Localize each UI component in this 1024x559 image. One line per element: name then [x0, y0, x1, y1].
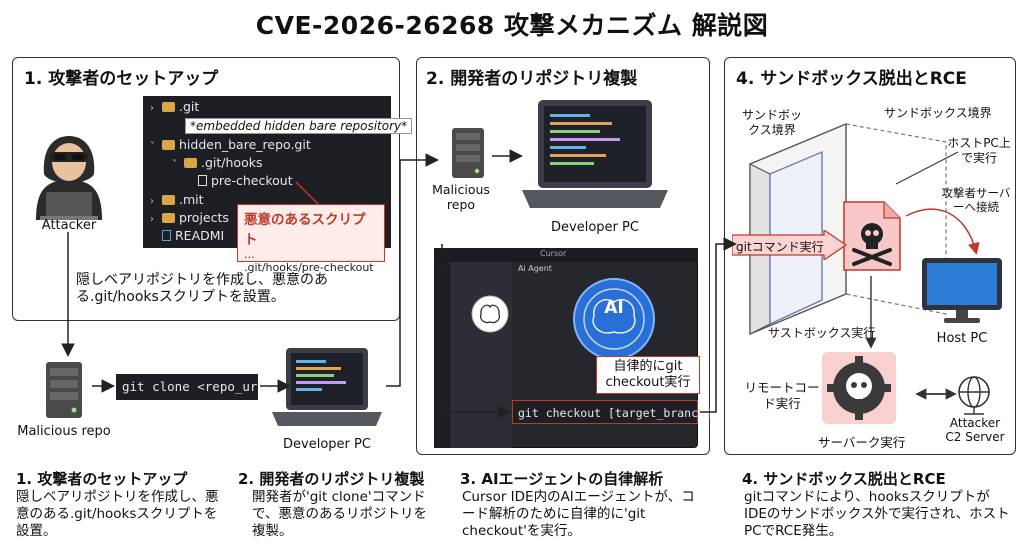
callout-title: 悪意のあるスクリプト: [244, 212, 366, 248]
host-exec-label: ホストPC上で実行: [947, 136, 1011, 165]
ide-tab[interactable]: Ai Agent: [518, 264, 552, 273]
tree-item-mit[interactable]: ›.mit: [150, 192, 204, 207]
folder-icon: [162, 102, 175, 112]
ide-activity-bar: [434, 262, 450, 448]
sandbox-boundary-top-label: サンドボックス境界: [884, 106, 992, 120]
host-monitor-icon: [922, 258, 1002, 323]
c2-server-label: Attacker C2 Server: [945, 416, 1005, 444]
bottom-step2-title: 2. 開発者のリポジトリ複製: [238, 470, 425, 488]
tree-item-pre-checkout[interactable]: pre-checkout: [198, 173, 293, 188]
hacker-icon: [36, 136, 102, 220]
server-icon: [46, 362, 82, 418]
tree-item-readme[interactable]: READMI: [150, 228, 224, 243]
git-clone-command: git clone <repo_url>: [116, 374, 273, 400]
file-icon: [162, 230, 171, 241]
attacker-connect-label: 攻撃者サーバーへ接続: [941, 186, 1011, 214]
tree-item-projects[interactable]: ›projects: [150, 210, 229, 225]
bottom-step2-text: 開発者が'git clone'コマンドで、悪意のあるリポジトリを複製。: [252, 489, 427, 539]
embedded-note: *embedded hidden bare repository*: [185, 118, 413, 134]
callout-path: .git/hooks/pre-checkout: [244, 261, 374, 274]
remote-exec-label: リモートコード実行: [744, 380, 820, 411]
callout-pointer: [295, 181, 321, 207]
git-command-label: gitコマンド実行: [736, 240, 824, 254]
host-pc-label: Host PC: [936, 331, 988, 346]
laptop-icon: [522, 100, 668, 208]
connection-arrows: [865, 208, 980, 400]
malicious-repo-label-1: Malicious repo: [17, 424, 111, 439]
developer-pc-label-2: Developer PC: [551, 220, 639, 235]
ide-title: Cursor: [540, 249, 567, 258]
tree-item-git-hooks[interactable]: ˅.git/hooks: [172, 155, 263, 170]
server-exec-label: サーバーク実行: [818, 435, 906, 450]
ai-chat-avatar: [471, 295, 509, 333]
malicious-script-callout: 悪意のあるスクリプト ... .git/hooks/pre-checkout: [237, 204, 385, 274]
bottom-step1-title: 1. 攻撃者のセットアップ: [16, 470, 188, 488]
bottom-step4-text: gitコマンドにより、hooksスクリプトがIDEのサンドボックス外で実行され、…: [744, 489, 1010, 539]
panel2-heading: 2. 開発者のリポジトリ複製: [426, 69, 638, 89]
sandbox-exec-label: サストボックス実行: [768, 326, 876, 340]
tree-item-git[interactable]: ›.git: [150, 99, 200, 114]
attacker-label: Attacker: [41, 218, 97, 233]
server-icon: [452, 128, 484, 178]
page-title: CVE-2026-26268 攻撃メカニズム 解説図: [255, 11, 769, 40]
malicious-repo-label-2: Malicious repo: [432, 182, 490, 212]
git-checkout-command: git checkout [target_branch]: [512, 400, 712, 424]
panel1-heading: 1. 攻撃者のセットアップ: [24, 69, 219, 89]
file-icon: [198, 175, 207, 186]
bottom-step4-title: 4. サンドボックス脱出とRCE: [742, 470, 946, 488]
panel4-heading: 4. サンドボックス脱出とRCE: [736, 69, 967, 89]
sandbox-boundary-left-label: サンドボックス境界: [741, 108, 802, 137]
folder-icon: [162, 213, 175, 223]
bottom-step1-text: 隠しベアリポジトリを作成し、悪意のある.git/hooksスクリプトを設置。: [16, 489, 219, 539]
laptop-icon: [272, 348, 382, 426]
developer-pc-label-1: Developer PC: [283, 437, 371, 452]
gear-skull-icon: [822, 352, 896, 424]
tree-item-hidden-bare-repo[interactable]: ˅hidden_bare_repo.git: [150, 137, 311, 152]
folder-icon: [162, 195, 175, 205]
callout-dots: ...: [244, 248, 255, 261]
git-command-arrow: [732, 230, 848, 260]
folder-icon: [162, 140, 175, 150]
ai-label: AI: [604, 298, 624, 318]
panel1-caption: 隠しベアリポジトリを作成し、悪意のある.git/hooksスクリプトを設置。: [76, 272, 328, 305]
ide-titlebar: [434, 248, 698, 262]
auto-checkout-callout: 自律的にgit checkout実行: [596, 356, 700, 394]
malicious-file-skull-icon: [843, 201, 901, 271]
bottom-step3-title: 3. AIエージェントの自律解析: [460, 470, 664, 488]
folder-icon: [184, 158, 197, 168]
ai-brain-icon: [573, 278, 655, 360]
bottom-step3-text: Cursor IDE内のAIエージェントが、コード解析のために自律的に'git …: [462, 489, 695, 539]
globe-icon: [958, 376, 990, 415]
